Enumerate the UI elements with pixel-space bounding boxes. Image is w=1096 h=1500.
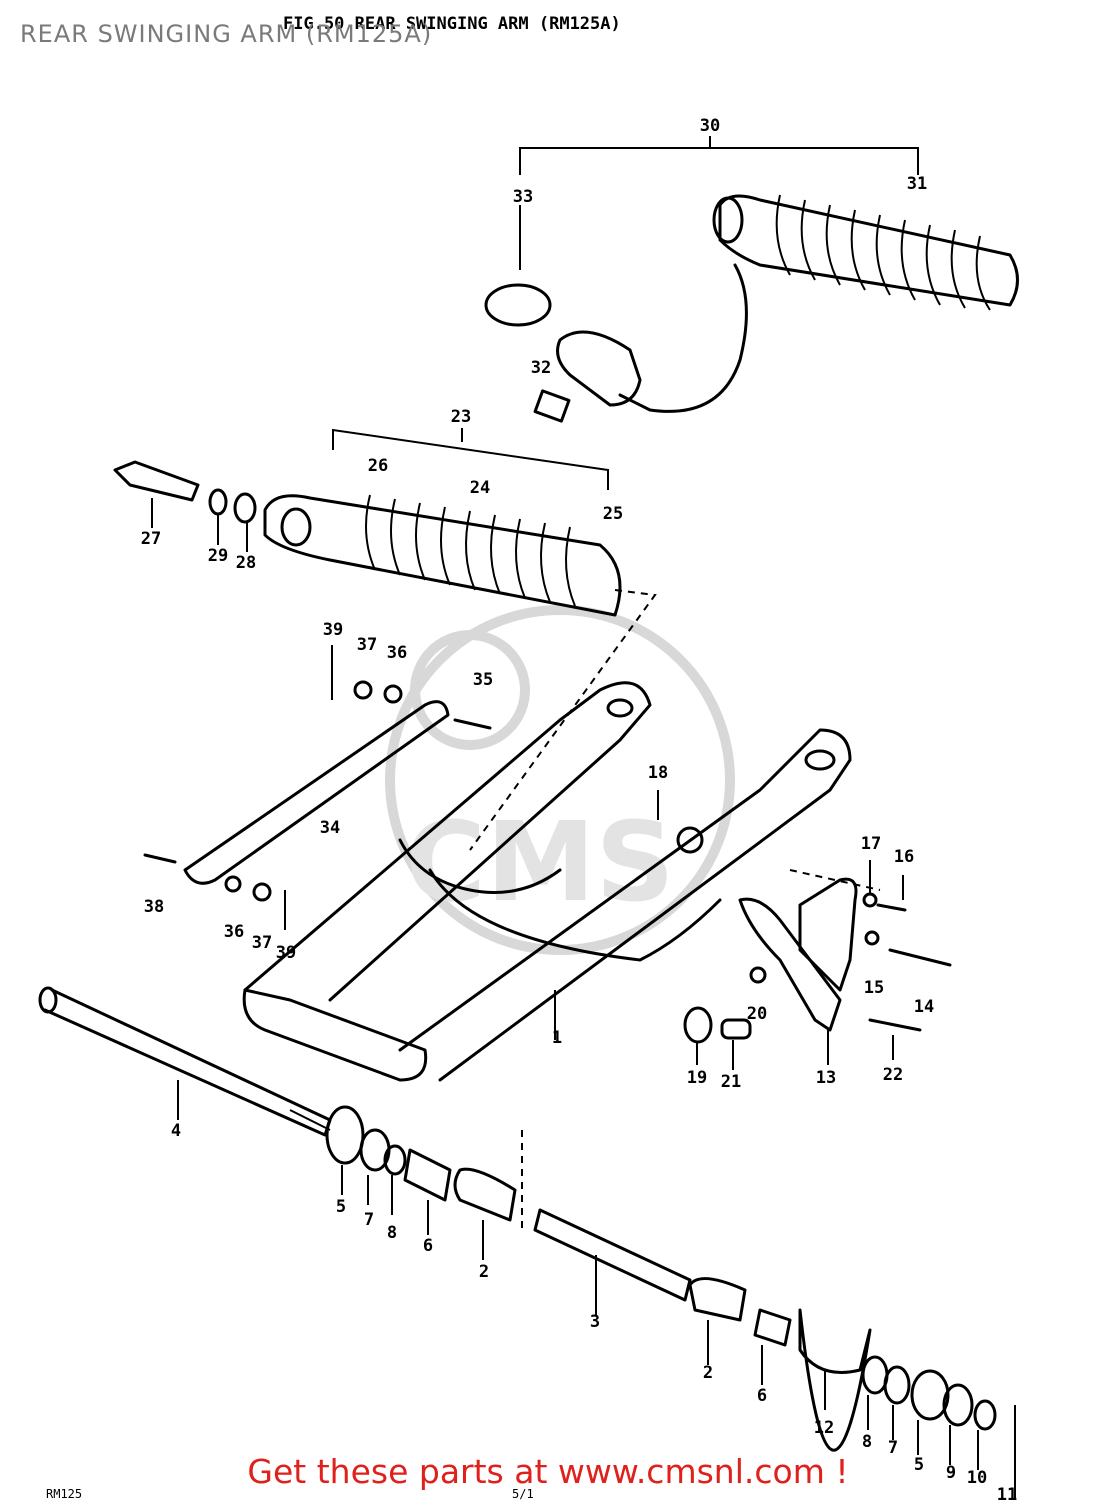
part-label: 6 xyxy=(757,1386,767,1406)
reservoir-shock-assembly xyxy=(484,136,1019,423)
part-label: 15 xyxy=(864,978,884,998)
part-label: 37 xyxy=(357,635,377,655)
part-label: 7 xyxy=(888,1438,898,1458)
part-label: 16 xyxy=(894,847,914,867)
part-label: 23 xyxy=(451,407,471,427)
part-label: 22 xyxy=(883,1065,903,1085)
footer-left-code: RM125 xyxy=(46,1487,82,1500)
part-label: 10 xyxy=(967,1468,987,1488)
part-label: 9 xyxy=(946,1463,956,1483)
part-label: 6 xyxy=(423,1236,433,1256)
part-label: 37 xyxy=(252,933,272,953)
leader-lines xyxy=(151,498,979,1470)
part-label: 13 xyxy=(816,1068,836,1088)
part-label: 18 xyxy=(648,763,668,783)
watermark-text: CMS xyxy=(405,798,674,926)
call-to-action-link[interactable]: Get these parts at www.cmsnl.com ! xyxy=(247,1452,849,1491)
chain-guide xyxy=(683,869,952,1044)
pivot-shaft-assembly xyxy=(38,986,1016,1500)
part-label: 25 xyxy=(603,504,623,524)
part-label: 14 xyxy=(914,997,934,1017)
torque-rod xyxy=(143,645,492,930)
part-label: 8 xyxy=(387,1223,397,1243)
part-label: 33 xyxy=(513,187,533,207)
part-label: 38 xyxy=(144,897,164,917)
part-label: 31 xyxy=(907,174,927,194)
part-label: 26 xyxy=(368,456,388,476)
part-label: 28 xyxy=(236,553,256,573)
part-label: 1 xyxy=(552,1028,562,1048)
part-label: 39 xyxy=(323,620,343,640)
swinging-arm xyxy=(242,681,852,1082)
part-label: 35 xyxy=(473,670,493,690)
part-label: 29 xyxy=(208,546,228,566)
part-label: 4 xyxy=(171,1121,181,1141)
part-label: 32 xyxy=(531,358,551,378)
part-label: 19 xyxy=(687,1068,707,1088)
part-label: 11 xyxy=(997,1485,1017,1500)
page-title: REAR SWINGING ARM (RM125A) xyxy=(20,20,433,48)
part-labels: 1 2 2 3 4 5 5 6 6 7 7 8 8 9 10 11 12 13 … xyxy=(141,116,1017,1500)
part-label: 5 xyxy=(914,1455,924,1475)
part-label: 8 xyxy=(862,1432,872,1452)
part-label: 36 xyxy=(387,643,407,663)
figure-title: FIG.50 REAR SWINGING ARM (RM125A) xyxy=(283,14,621,34)
watermark-logo: CMS xyxy=(385,605,735,955)
part-label: 5 xyxy=(336,1197,346,1217)
part-label: 7 xyxy=(364,1210,374,1230)
part-label: 21 xyxy=(721,1072,741,1092)
part-label: 39 xyxy=(276,943,296,963)
part-label: 36 xyxy=(224,922,244,942)
part-label: 2 xyxy=(703,1363,713,1383)
part-label: 34 xyxy=(320,818,340,838)
part-label: 27 xyxy=(141,529,161,549)
rear-shock-absorber xyxy=(113,428,657,851)
part-label: 30 xyxy=(700,116,720,136)
part-label: 2 xyxy=(479,1262,489,1282)
part-label: 17 xyxy=(861,834,881,854)
footer-center-code: 5/1 xyxy=(512,1487,534,1500)
part-label: 3 xyxy=(590,1312,600,1332)
part-label: 24 xyxy=(470,478,490,498)
part-label: 20 xyxy=(747,1004,767,1024)
part-label: 12 xyxy=(814,1418,834,1438)
